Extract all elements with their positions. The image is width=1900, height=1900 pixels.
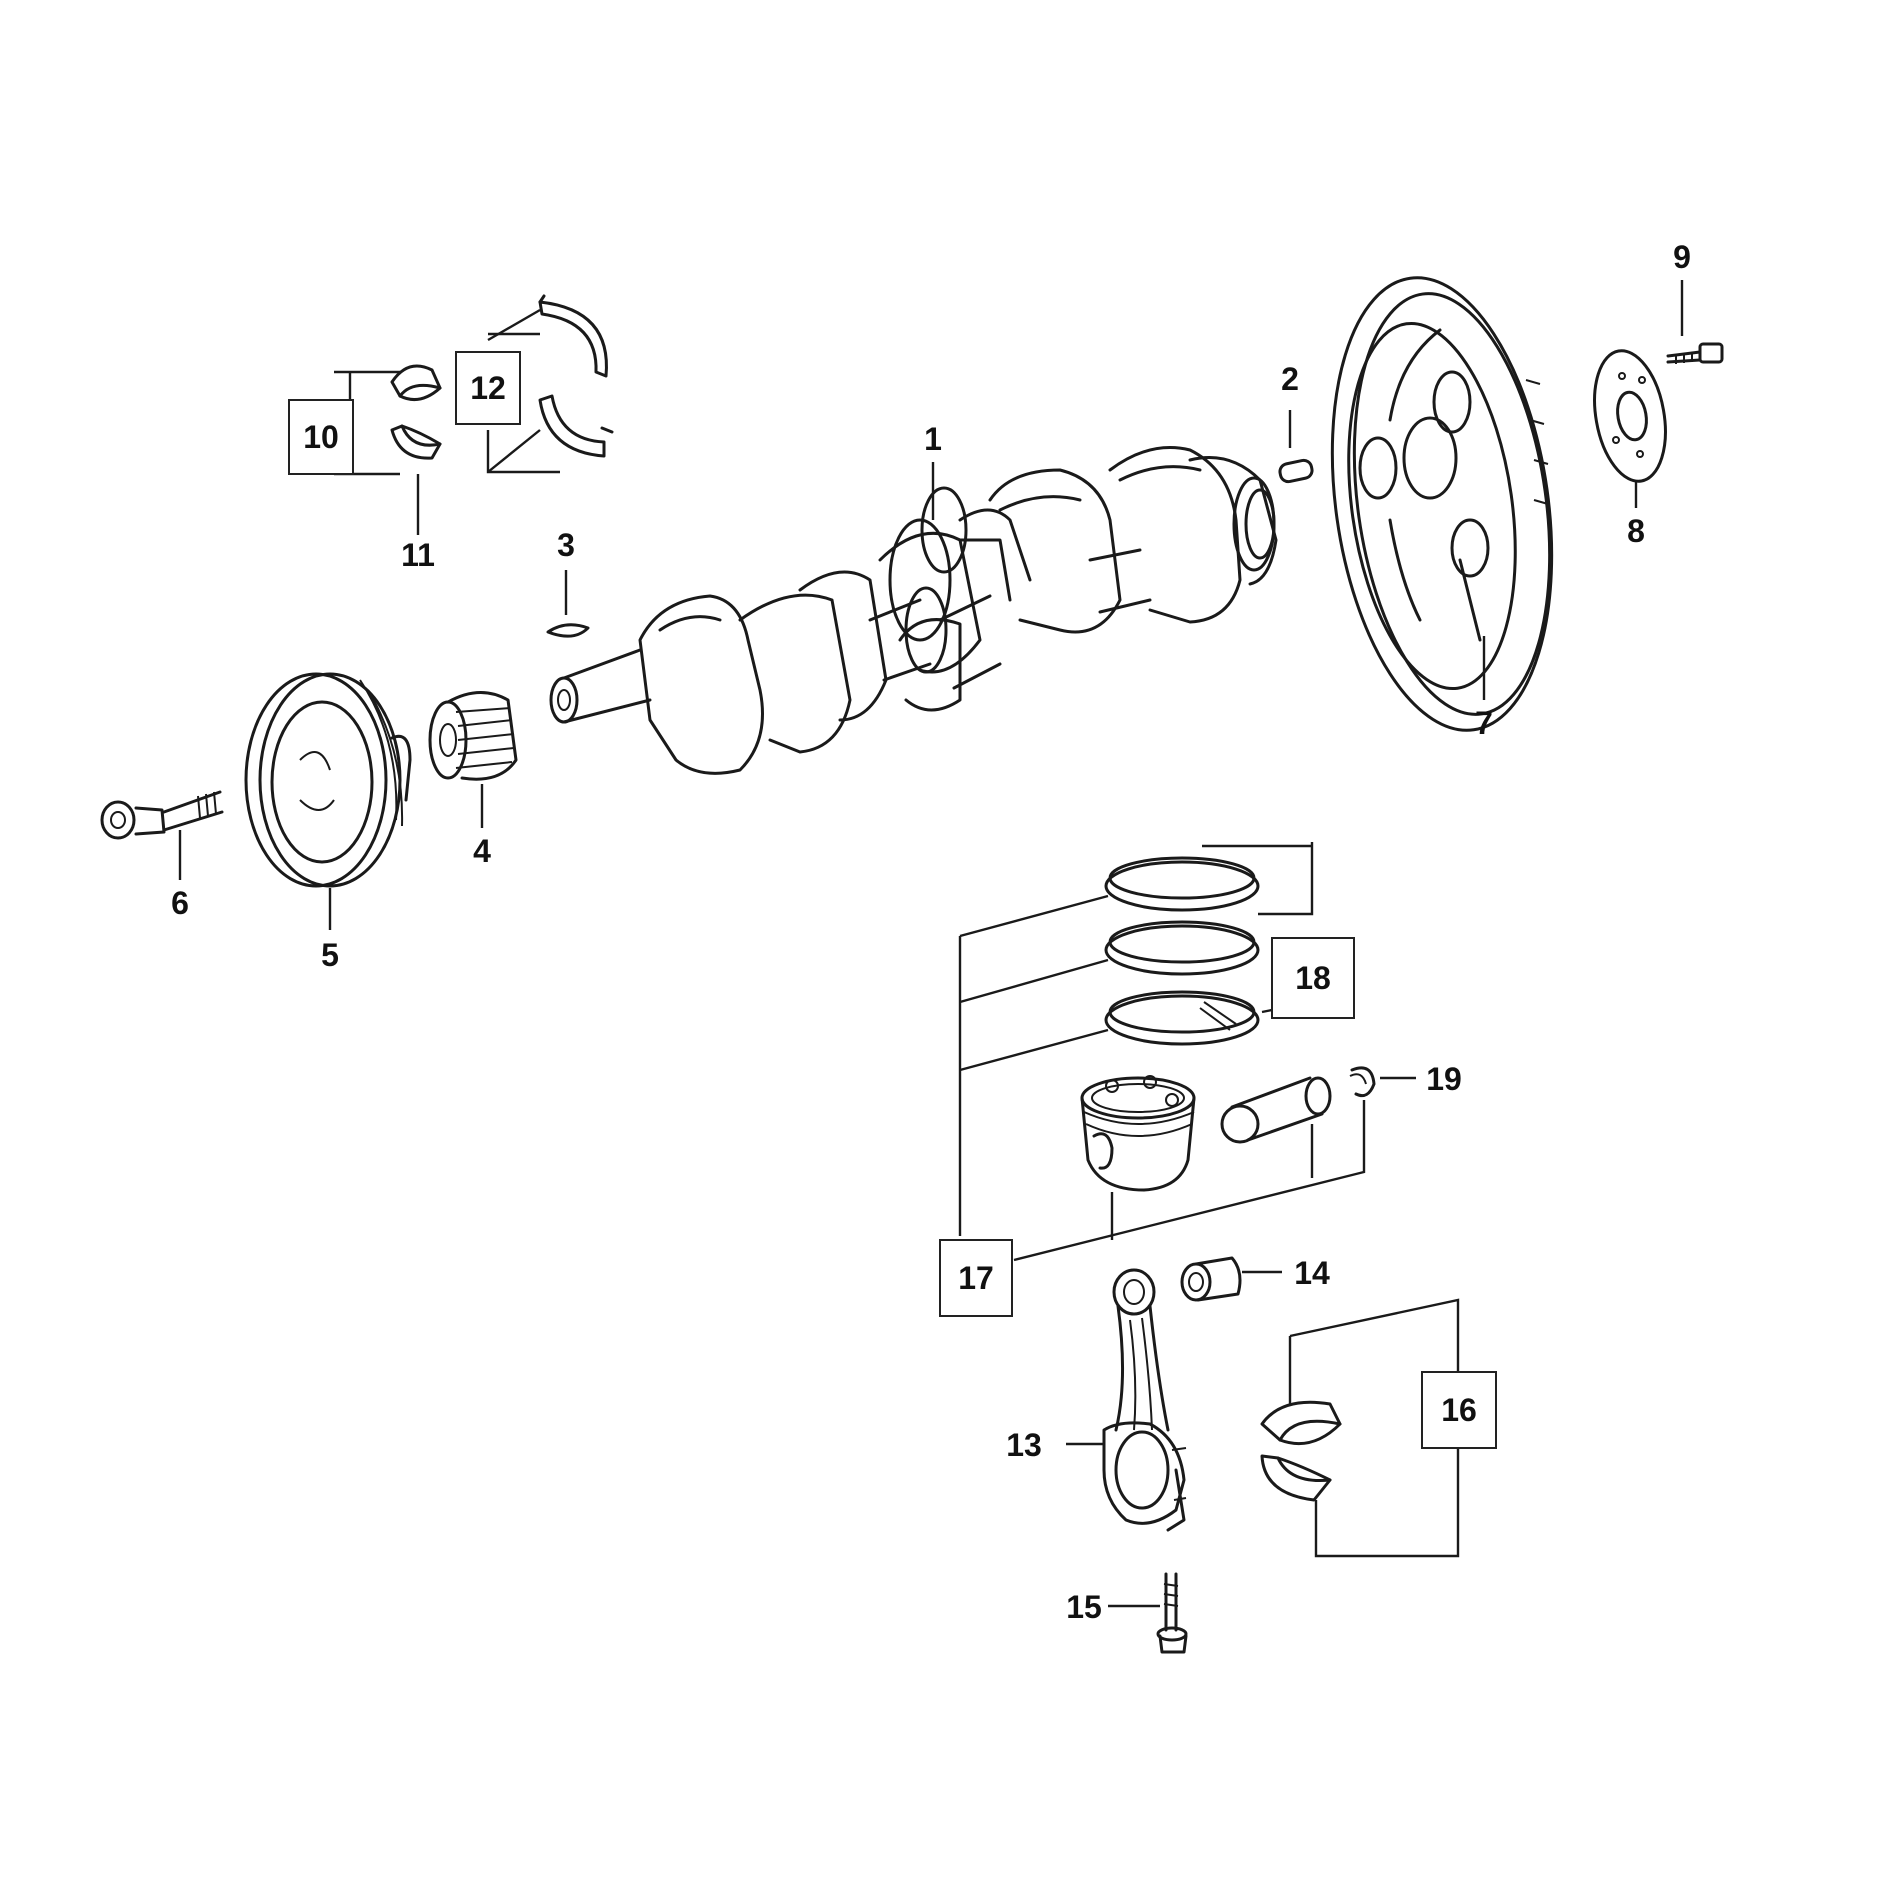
woodruff-key [546,570,590,638]
harmonic-balancer [244,672,412,930]
callout-box-10 [288,399,354,475]
piston [1080,1075,1196,1192]
piston-pin-clip [1349,1066,1376,1098]
small-end-bushing [1180,1256,1282,1302]
piston-pin [1220,1076,1332,1144]
adapter-plate [1593,349,1667,508]
callout-box-18 [1271,937,1355,1019]
piston-rings [1104,856,1260,1046]
callout-box-12 [455,351,521,425]
callout-17: 17 [958,1260,994,1296]
callout-7: 7 [1475,705,1493,741]
main-bearing-shells [390,364,442,460]
callout-9: 9 [1673,239,1691,275]
callout-15: 15 [1066,1589,1102,1625]
flexplate-bolt [1666,280,1724,364]
callout-16: 16 [1441,1392,1477,1428]
crankshaft [549,446,1278,775]
leader-lines-17 [958,936,1416,1262]
connecting-rod [1066,1268,1187,1532]
flexplate [1330,276,1554,732]
pilot-bushing [1278,410,1314,484]
callout-1: 1 [924,421,942,457]
callout-10: 10 [303,419,339,455]
callout-14: 14 [1294,1255,1330,1291]
callout-6: 6 [171,885,189,921]
leader-lines-bearings [334,308,560,535]
callout-13: 13 [1006,1427,1042,1463]
callout-4: 4 [473,833,491,869]
crankshaft-sprocket [428,690,518,828]
rod-bearing-shells [1260,1298,1460,1558]
callout-box-17 [939,1239,1013,1317]
damper-bolt [100,790,224,880]
callout-8: 8 [1627,513,1645,549]
callout-19: 19 [1426,1061,1462,1097]
callout-box-16 [1421,1371,1497,1449]
callout-18: 18 [1295,960,1331,996]
callout-5: 5 [321,937,339,973]
callout-12: 12 [470,370,506,406]
callout-11: 11 [401,537,435,573]
thrust-washers [538,294,614,458]
rod-bolt [1108,1572,1188,1654]
callout-2: 2 [1281,361,1299,397]
callout-3: 3 [557,527,575,563]
